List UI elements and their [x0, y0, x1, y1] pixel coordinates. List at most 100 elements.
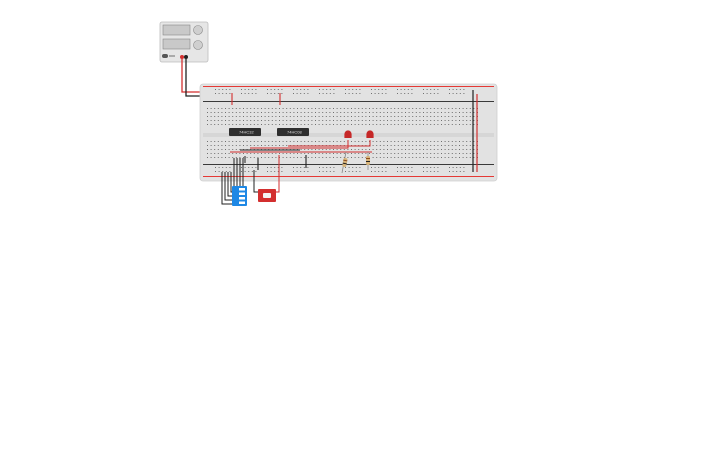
hole	[358, 112, 360, 113]
hole	[304, 116, 306, 117]
hole	[215, 89, 216, 90]
hole	[217, 116, 219, 117]
resistor-2[interactable]	[366, 152, 370, 170]
hole	[275, 145, 277, 146]
hole	[207, 145, 208, 146]
hole	[394, 120, 396, 121]
hole	[343, 149, 345, 150]
hole	[297, 108, 298, 109]
hole	[371, 93, 372, 94]
hole	[419, 116, 421, 117]
hole	[441, 157, 442, 158]
hole	[433, 112, 435, 113]
hole	[348, 89, 350, 90]
hole	[459, 108, 460, 109]
chip-u2[interactable]: 74HC08	[277, 128, 309, 136]
chip-u1[interactable]: 74HC32	[229, 128, 261, 136]
hole	[325, 112, 327, 113]
hole	[459, 157, 460, 158]
hole	[351, 112, 352, 113]
dip-switch[interactable]	[232, 186, 247, 206]
current-knob[interactable]	[193, 40, 203, 50]
dip-toggles[interactable]	[239, 188, 245, 204]
hole	[473, 153, 475, 154]
hole	[354, 153, 356, 154]
led-2[interactable]	[366, 130, 374, 138]
hole	[426, 145, 428, 146]
hole	[218, 167, 220, 168]
hole	[430, 89, 432, 90]
hole	[411, 93, 413, 94]
hole	[257, 141, 259, 142]
resistor-1[interactable]	[341, 151, 348, 174]
hole	[225, 145, 226, 146]
power-supply[interactable]	[159, 21, 209, 63]
hole	[397, 89, 398, 90]
hole	[426, 141, 428, 142]
hole	[343, 124, 345, 125]
hole	[378, 171, 380, 172]
hole	[329, 153, 331, 154]
hole	[274, 167, 276, 168]
hole	[426, 93, 428, 94]
hole	[264, 108, 266, 109]
hole	[405, 124, 406, 125]
hole	[371, 89, 372, 90]
chip-u1-label: 74HC32	[239, 130, 254, 135]
hole	[296, 171, 298, 172]
hole	[405, 145, 406, 146]
dip-toggle[interactable]	[239, 197, 245, 200]
hole	[250, 108, 252, 109]
hole	[214, 153, 216, 154]
hole	[228, 108, 230, 109]
hole	[369, 153, 370, 154]
hole	[300, 89, 302, 90]
hole	[394, 149, 396, 150]
hole	[315, 141, 316, 142]
hole	[394, 108, 396, 109]
hole	[318, 124, 320, 125]
hole	[274, 89, 276, 90]
hole	[210, 124, 212, 125]
hole	[282, 112, 284, 113]
hole	[352, 89, 354, 90]
hole	[444, 145, 446, 146]
hole	[336, 120, 338, 121]
positive-terminal[interactable]	[180, 55, 184, 59]
hole	[358, 157, 360, 158]
dip-toggle[interactable]	[239, 188, 245, 191]
hole	[405, 157, 406, 158]
hole	[210, 112, 212, 113]
power-switch[interactable]	[162, 54, 168, 58]
hole	[270, 167, 272, 168]
hole	[419, 124, 421, 125]
hole	[297, 157, 298, 158]
hole	[451, 108, 453, 109]
hole	[437, 93, 439, 94]
hole	[264, 145, 266, 146]
hole	[300, 167, 302, 168]
hole	[415, 124, 417, 125]
voltage-display	[162, 24, 191, 36]
hole	[297, 116, 298, 117]
voltage-knob[interactable]	[193, 25, 203, 35]
push-button[interactable]	[258, 189, 276, 202]
hole	[253, 157, 255, 158]
negative-terminal[interactable]	[184, 55, 188, 59]
hole	[304, 124, 306, 125]
hole	[253, 108, 255, 109]
dip-toggle[interactable]	[239, 201, 245, 205]
hole	[300, 108, 302, 109]
hole	[419, 157, 421, 158]
hole	[469, 157, 471, 158]
hole	[415, 108, 417, 109]
led-1[interactable]	[344, 130, 352, 138]
hole	[381, 93, 383, 94]
hole	[348, 93, 350, 94]
hole	[433, 108, 435, 109]
dip-toggle[interactable]	[239, 192, 245, 196]
hole	[404, 167, 406, 168]
hole	[387, 112, 388, 113]
hole	[326, 167, 328, 168]
